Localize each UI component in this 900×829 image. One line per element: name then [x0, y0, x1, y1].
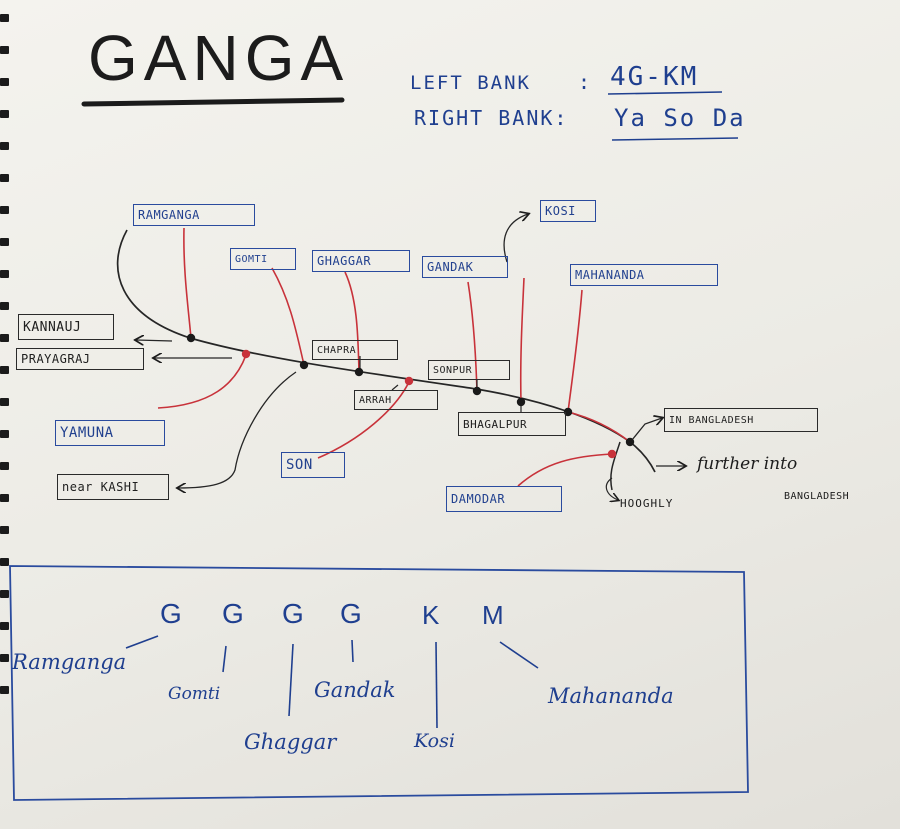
mnemonic-tick-gomti [222, 645, 227, 673]
box-damodar: DAMODAR [446, 486, 562, 512]
bangladesh-arrow [631, 418, 662, 441]
mnemonic-name-kosi: Kosi [414, 730, 455, 752]
kosi-arrow [503, 214, 528, 263]
mnemonic-tick-kosi [435, 641, 438, 729]
arrah-connector [391, 384, 399, 391]
confluence-dot-ghaggar [354, 367, 364, 377]
confluence-dot-damodar [607, 449, 617, 459]
damodar-river [517, 453, 613, 487]
box-kosi: KOSI [540, 200, 596, 222]
mnemonic-letter-6: M [482, 600, 504, 630]
right-bank-underline [611, 137, 739, 141]
confluence-dot-son [404, 376, 414, 386]
box-ramganga: RAMGANGA [133, 204, 255, 226]
box-sonpur: SONPUR [428, 360, 510, 380]
hooghly-arrow [605, 477, 618, 500]
yamuna-river [157, 354, 247, 409]
hooghly-channel [610, 441, 621, 491]
left-bank-separator: : [578, 70, 591, 94]
left-bank-underline [607, 91, 723, 95]
kashi-arrow [178, 371, 297, 488]
confluence-dot-gandak [472, 386, 482, 396]
box-chapra: CHAPRA [312, 340, 398, 360]
right-bank-label: RIGHT BANK: [414, 106, 569, 130]
box-prayagraj: PRAYAGRAJ [16, 348, 144, 370]
mnemonic-letter-2: G [222, 598, 244, 629]
confluence-dot-kosi [516, 397, 526, 407]
box-gomti: GOMTI [230, 248, 296, 270]
mnemonic-tick-ghaggar [288, 643, 294, 717]
box-yamuna: YAMUNA [55, 420, 165, 446]
left-bank-value: 4G-KM [610, 62, 699, 92]
ramganga-river [183, 227, 192, 339]
right-bank-value: Ya So Da [614, 104, 746, 132]
confluence-dot-gomti [299, 360, 309, 370]
mahananda-river [567, 289, 631, 443]
mnemonic-letter-5: K [422, 600, 440, 630]
mnemonic-letter-3: G [282, 598, 304, 629]
mnemonic-name-ghaggar: Ghaggar [244, 730, 337, 754]
mnemonic-letter-1: G [160, 598, 182, 629]
ghaggar-river [344, 271, 360, 373]
box-near-kashi: near KASHI [57, 474, 169, 500]
mnemonic-letter-4: G [340, 598, 362, 629]
mnemonic-name-ramganga: Ramganga [12, 650, 127, 674]
confluence-dot-ramganga [186, 333, 196, 343]
box-mahananda: MAHANANDA [570, 264, 718, 286]
label-hooghly: HOOGHLY [620, 497, 674, 510]
box-ghaggar: GHAGGAR [312, 250, 410, 272]
confluence-dot-farakka [625, 437, 635, 447]
son-river [317, 381, 410, 459]
mnemonic-tick-ramganga [125, 635, 159, 649]
kosi-river [519, 277, 525, 403]
left-bank-label: LEFT BANK [410, 72, 531, 94]
title-underline [81, 97, 345, 107]
box-gandak: GANDAK [422, 256, 508, 278]
box-son: SON [281, 452, 345, 478]
box-arrah: ARRAH [354, 390, 438, 410]
box-in-bangladesh: IN BANGLADESH [664, 408, 818, 432]
mnemonic-name-gandak: Gandak [314, 678, 396, 702]
mnemonic-name-mahananda: Mahananda [548, 684, 674, 708]
label-bangladesh: BANGLADESH [784, 491, 850, 502]
gomti-river [271, 267, 305, 366]
confluence-dot-yamuna [241, 349, 251, 359]
mnemonic-tick-gandak [351, 639, 354, 663]
box-kannauj: KANNAUJ [18, 314, 114, 340]
box-bhagalpur: BHAGALPUR [458, 412, 566, 436]
label-further-into: further into [697, 454, 798, 474]
page-title: GANGA [88, 22, 350, 94]
mnemonic-tick-mahananda [499, 641, 539, 669]
kannauj-arrow [136, 340, 173, 341]
mnemonic-box-border [9, 565, 749, 801]
mnemonic-name-gomti: Gomti [168, 684, 221, 704]
